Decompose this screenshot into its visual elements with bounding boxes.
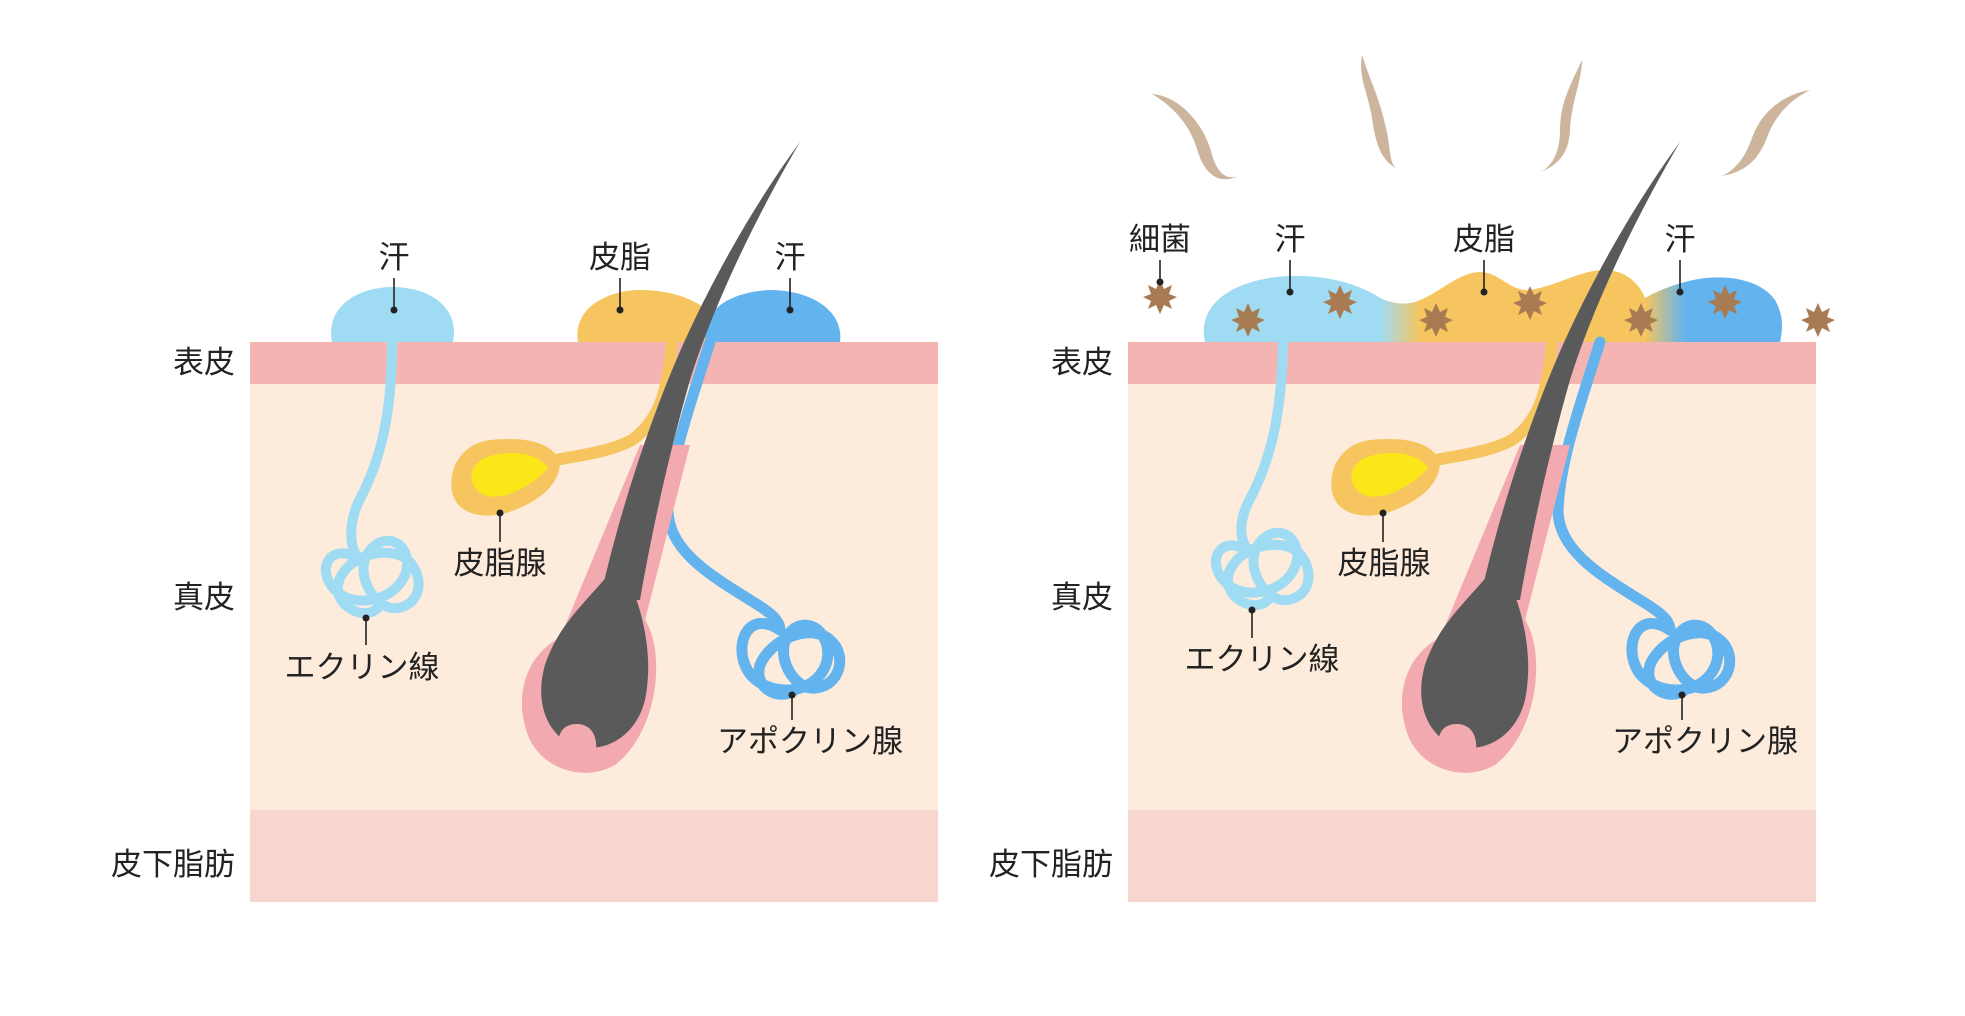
left-hair-bulb [541, 560, 649, 748]
bacteria-3 [1323, 285, 1357, 319]
odor-wisp-4 [1722, 90, 1810, 176]
left-label-dermis: 真皮 [173, 580, 235, 616]
right-hair-shaft [1480, 142, 1680, 600]
odor-wisp-3 [1540, 60, 1582, 172]
odor-wisp-1 [1152, 94, 1238, 180]
left-label-sebum: 皮脂 [589, 240, 651, 276]
right-sebaceous-core [1351, 452, 1428, 497]
left-label-eccrine-gland: エクリン線 [285, 650, 440, 686]
labels: 表皮 真皮 皮下脂肪 表皮 真皮 皮下脂肪 汗 皮脂 汗 皮脂腺 エクリン線 ア… [111, 222, 1798, 883]
right-label-dermis: 真皮 [1051, 580, 1113, 616]
right-label-epidermis: 表皮 [1051, 345, 1113, 381]
left-skin-panel [250, 142, 938, 902]
left-sebum-blob [577, 290, 716, 342]
right-eccrine-duct [1236, 337, 1288, 557]
bacteria-2 [1231, 303, 1265, 337]
left-label-sebaceous-gland: 皮脂腺 [454, 546, 547, 582]
left-epidermis-layer [250, 342, 938, 384]
right-label-apocrine-gland: アポクリン腺 [1612, 724, 1798, 760]
bacteria-7 [1708, 285, 1742, 319]
right-label-sebum: 皮脂 [1453, 222, 1515, 258]
left-apocrine-sweat-drop [705, 290, 841, 342]
left-label-sweat-apocrine: 汗 [775, 240, 806, 276]
left-sebaceous-duct [550, 336, 678, 466]
right-label-sebaceous-gland: 皮脂腺 [1338, 546, 1431, 582]
right-eccrine-gland-coil [1210, 527, 1314, 611]
left-label-epidermis: 表皮 [173, 345, 235, 381]
left-apocrine-gland-coil [736, 618, 846, 700]
left-label-apocrine-gland: アポクリン腺 [717, 724, 903, 760]
left-eccrine-duct [346, 337, 397, 565]
left-label-subcutaneous: 皮下脂肪 [111, 847, 235, 883]
right-eccrine-sweat-film [1203, 275, 1380, 342]
right-skin-panel [1128, 55, 1835, 902]
right-label-bacteria: 細菌 [1129, 222, 1191, 258]
right-epidermis-layer [1128, 342, 1816, 384]
right-label-sweat-apocrine: 汗 [1665, 222, 1696, 258]
right-sebaceous-duct [1430, 336, 1558, 466]
left-hair-papilla [557, 724, 597, 752]
odor-wisp-2 [1361, 55, 1396, 168]
bacteria-6 [1624, 303, 1658, 337]
right-label-subcutaneous: 皮下脂肪 [989, 847, 1113, 883]
right-apocrine-duct [1552, 336, 1676, 636]
right-subcutaneous-layer [1128, 810, 1816, 902]
left-apocrine-duct [662, 336, 786, 636]
left-label-sweat-eccrine: 汗 [379, 240, 410, 276]
right-hair-bulb [1421, 560, 1529, 748]
left-eccrine-sweat-drop [331, 287, 454, 342]
right-label-sweat-eccrine: 汗 [1275, 222, 1306, 258]
left-subcutaneous-layer [250, 810, 938, 902]
left-eccrine-gland-coil [320, 535, 424, 619]
bacteria-4 [1419, 303, 1453, 337]
right-mix-right [1645, 282, 1685, 342]
bacteria-5 [1513, 286, 1547, 320]
bacteria-8 [1801, 303, 1835, 337]
right-label-eccrine-gland: エクリン線 [1185, 642, 1340, 678]
left-sebaceous-core [471, 452, 548, 497]
right-apocrine-gland-coil [1626, 618, 1736, 700]
left-hair-shaft [600, 142, 800, 600]
right-hair-papilla [1437, 724, 1477, 752]
right-mix-left [1380, 298, 1420, 342]
